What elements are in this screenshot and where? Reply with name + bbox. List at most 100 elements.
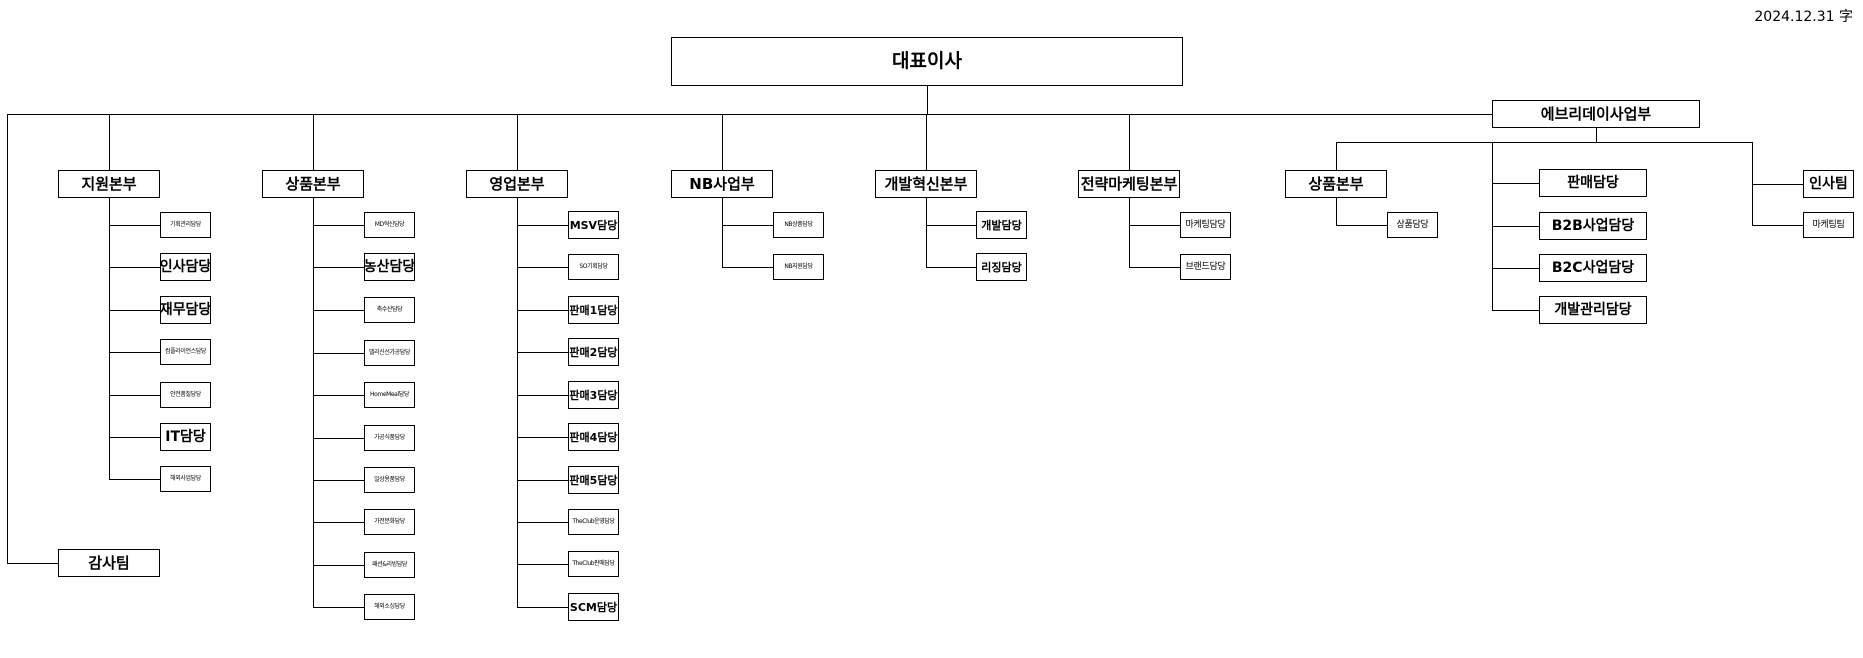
team-box: 판매3담당: [568, 381, 619, 409]
team-box: 상품담당: [1387, 212, 1438, 238]
connector-line: [1492, 310, 1540, 311]
division-nb: NB사업부: [671, 170, 773, 198]
connector-line: [926, 225, 977, 226]
team-box: 해외사업담당: [160, 466, 211, 492]
team-box: 델리신선가공담당: [364, 340, 415, 366]
division-support: 지원본부: [58, 170, 160, 198]
team-box: 가전문화담당: [364, 509, 415, 535]
team-box: 농산담당: [364, 253, 415, 281]
team-box: MSV담당: [568, 211, 619, 239]
team-box: B2C사업담당: [1539, 254, 1647, 282]
team-box: 해외소싱담당: [364, 594, 415, 620]
team-box: 판매담당: [1539, 169, 1647, 197]
connector-line: [1336, 225, 1388, 226]
connector-line: [517, 225, 569, 226]
connector-line: [109, 437, 161, 438]
division-everyday: 에브리데이사업부: [1492, 100, 1700, 128]
connector-line: [109, 225, 161, 226]
connector-line: [517, 114, 518, 171]
connector-line: [517, 437, 569, 438]
connector-line: [1752, 184, 1804, 185]
connector-line: [722, 225, 774, 226]
team-box: 개발담당: [976, 211, 1027, 239]
division-marketing: 전략마케팅본부: [1078, 170, 1180, 198]
connector-line: [926, 114, 927, 171]
connector-line: [313, 267, 365, 268]
connector-line: [1752, 225, 1804, 226]
connector-line: [926, 267, 977, 268]
connector-line: [109, 310, 161, 311]
connector-line: [722, 114, 723, 171]
team-box: 마케팅담당: [1180, 212, 1231, 238]
team-box: 안전품질담당: [160, 382, 211, 408]
connector-line: [313, 353, 365, 354]
connector-line: [1336, 142, 1337, 171]
team-box: 축수산담당: [364, 297, 415, 323]
connector-line: [313, 480, 365, 481]
team-box: 컴플라이언스담당: [160, 339, 211, 365]
connector-line: [313, 114, 314, 171]
team-box: SCM담당: [568, 593, 619, 621]
connector-line: [7, 114, 1493, 115]
connector-line: [109, 198, 110, 480]
connector-line: [1492, 183, 1540, 184]
connector-line: [1492, 226, 1540, 227]
audit-team: 감사팀: [58, 549, 160, 577]
team-box: 리징담당: [976, 253, 1027, 281]
connector-line: [313, 395, 365, 396]
team-box: 브랜드담당: [1180, 254, 1231, 280]
team-box: B2B사업담당: [1539, 212, 1647, 240]
everyday-hr-team: 인사팀: [1803, 170, 1854, 198]
connector-line: [109, 395, 161, 396]
team-box: 기획관리담당: [160, 212, 211, 238]
connector-line: [517, 198, 518, 608]
everyday-product-division: 상품본부: [1285, 170, 1387, 198]
connector-line: [109, 479, 161, 480]
team-box: 개발관리담당: [1539, 296, 1647, 324]
team-box: 판매5담당: [568, 466, 619, 494]
team-box: 일상용품담당: [364, 467, 415, 493]
connector-line: [109, 267, 161, 268]
division-dev: 개발혁신본부: [875, 170, 977, 198]
connector-line: [1336, 142, 1753, 143]
team-box: 판매1담당: [568, 296, 619, 324]
team-box: 패션&리빙담당: [364, 552, 415, 578]
team-box: 재무담당: [160, 296, 211, 324]
connector-line: [1129, 225, 1181, 226]
connector-line: [927, 86, 928, 115]
team-box: NB상품담당: [773, 212, 824, 238]
org-chart-date: 2024.12.31 字: [1754, 9, 1853, 25]
team-box: 판매4담당: [568, 423, 619, 451]
connector-line: [517, 522, 569, 523]
connector-line: [313, 225, 365, 226]
team-box: 인사담당: [160, 253, 211, 281]
team-box: TheClub운영담당: [568, 509, 619, 535]
team-box: HomeMeal담당: [364, 382, 415, 408]
connector-line: [313, 198, 314, 608]
connector-line: [1129, 267, 1181, 268]
connector-line: [926, 198, 927, 268]
connector-line: [1336, 198, 1337, 226]
connector-line: [313, 607, 365, 608]
connector-line: [517, 352, 569, 353]
team-box: TheClub판매담당: [568, 551, 619, 577]
team-box: NB지원담당: [773, 254, 824, 280]
team-box: SO기획담당: [568, 254, 619, 280]
connector-line: [517, 607, 569, 608]
ceo-box: 대표이사: [671, 37, 1183, 86]
connector-line: [1596, 128, 1597, 143]
everyday-mkt-team: 마케팅팀: [1803, 212, 1854, 238]
connector-line: [1129, 198, 1130, 268]
division-sales: 영업본부: [466, 170, 568, 198]
connector-line: [722, 198, 723, 268]
connector-line: [313, 522, 365, 523]
connector-line: [517, 480, 569, 481]
connector-line: [517, 395, 569, 396]
connector-line: [109, 114, 110, 171]
team-box: 가공식품담당: [364, 425, 415, 451]
connector-line: [7, 563, 59, 564]
connector-line: [1492, 268, 1540, 269]
team-box: IT담당: [160, 423, 211, 451]
connector-line: [517, 564, 569, 565]
connector-line: [722, 267, 774, 268]
